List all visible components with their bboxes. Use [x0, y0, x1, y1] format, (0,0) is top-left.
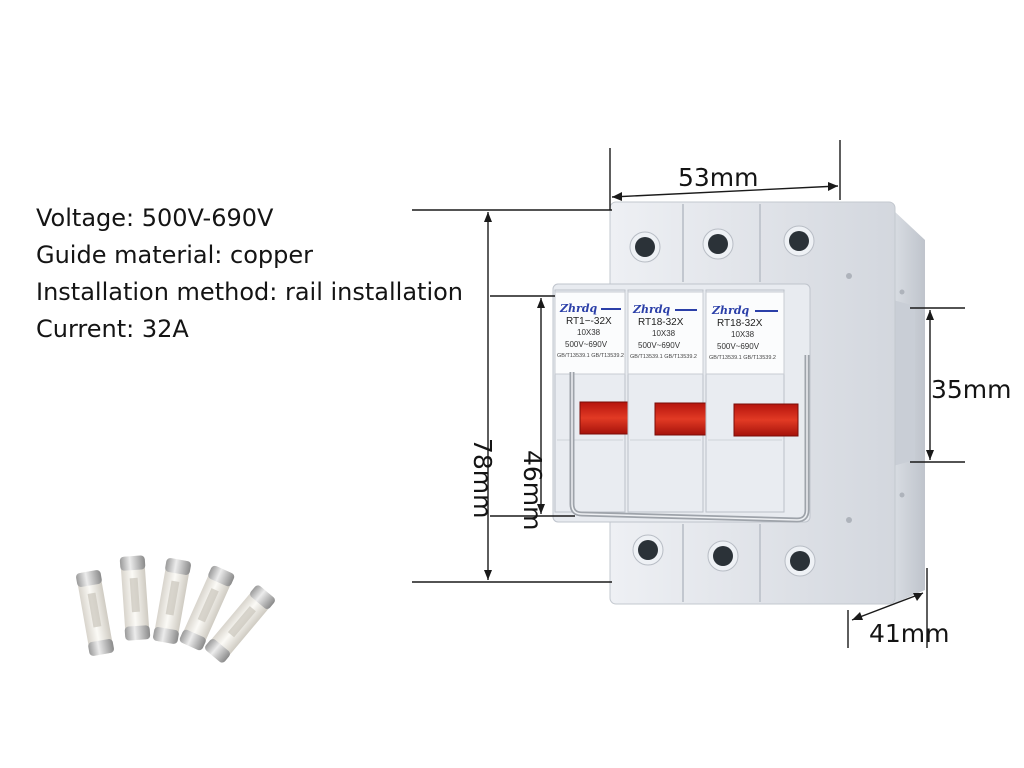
- fuse-1: [76, 570, 114, 656]
- rail-dimension: 35mm: [931, 375, 1012, 404]
- fuse-3: [153, 558, 191, 644]
- spec-current: Current: 32A: [36, 315, 189, 343]
- pole-size: 10X38: [577, 328, 601, 337]
- top-terminals: [629, 225, 815, 263]
- pole-size: 10X38: [652, 329, 676, 338]
- fuse-2: [119, 555, 151, 641]
- pole-voltage: 500V~690V: [565, 340, 608, 349]
- pole-standard: GB/T13539.1 GB/T13539.2: [709, 355, 776, 361]
- cover-dimension: 46mm: [518, 450, 547, 531]
- pole-2-label: Zhrdq RT18-32X 10X38 500V~690V GB/T13539…: [630, 303, 697, 360]
- spec-installation-method: Installation method: rail installation: [36, 278, 464, 306]
- pole-2: [627, 289, 717, 513]
- dimension-arrows: [484, 182, 934, 620]
- spec-guide-material: Guide material: copper: [36, 241, 313, 269]
- fuse-holder: Zhrdq RT1−-32X 10X38 500V~690V GB/T13539…: [552, 201, 925, 605]
- pole-standard: GB/T13539.1 GB/T13539.2: [630, 354, 697, 360]
- pole-voltage: 500V~690V: [717, 342, 760, 351]
- width-dimension: 53mm: [678, 163, 759, 192]
- pole-standard: GB/T13539.1 GB/T13539.2: [557, 353, 624, 359]
- pole-voltage: 500V~690V: [638, 341, 681, 350]
- pole-3-label: Zhrdq RT18-32X 10X38 500V~690V GB/T13539…: [709, 304, 778, 361]
- fuse-4: [179, 565, 235, 651]
- depth-dimension: 41mm: [869, 619, 950, 648]
- height-dimension: 78mm: [468, 438, 497, 519]
- pole-1-label: Zhrdq RT1−-32X 10X38 500V~690V GB/T13539…: [557, 302, 624, 359]
- spec-list: Voltage: 500V-690V Guide material: coppe…: [36, 200, 463, 348]
- spec-voltage: Voltage: 500V-690V: [36, 204, 274, 232]
- bottom-terminals: [632, 534, 816, 577]
- cartridge-fuses: [76, 555, 275, 663]
- pole-brand: Zhrdq: [632, 303, 671, 316]
- pole-1: [554, 289, 639, 513]
- pole-model: RT1−-32X: [566, 316, 612, 327]
- pole-model: RT18-32X: [717, 318, 763, 329]
- pole-3: [705, 289, 799, 513]
- fuse-5: [205, 585, 275, 663]
- pole-model: RT18-32X: [638, 317, 684, 328]
- pole-brand: Zhrdq: [559, 302, 598, 315]
- pole-size: 10X38: [731, 330, 755, 339]
- dimension-lines: [412, 140, 965, 648]
- pole-brand: Zhrdq: [711, 304, 750, 317]
